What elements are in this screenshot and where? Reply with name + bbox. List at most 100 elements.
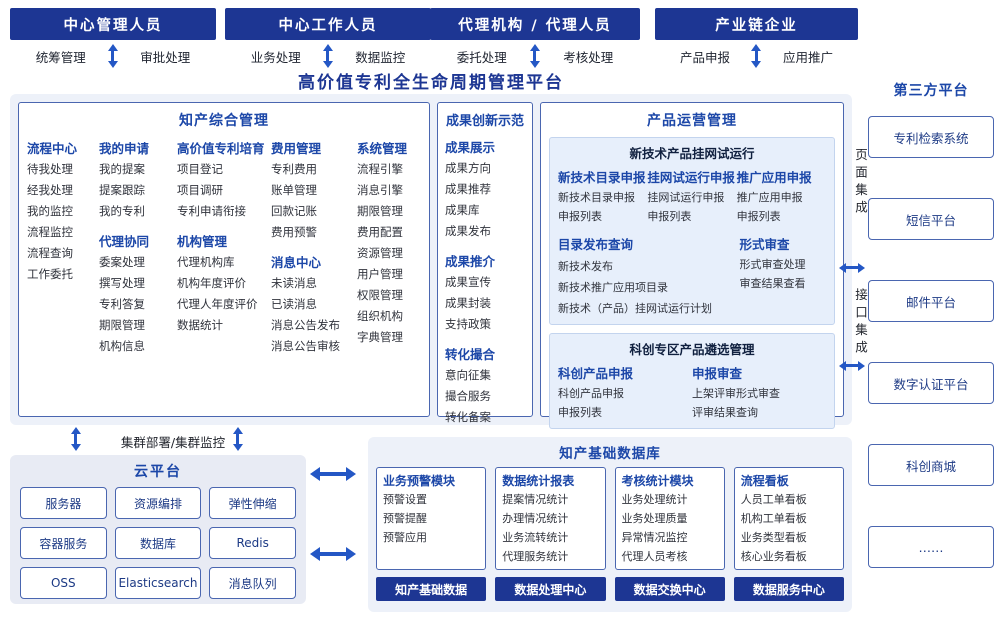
menu-item: 字典管理 bbox=[357, 330, 403, 344]
subbox-title: 科创专区产品遴选管理 bbox=[629, 342, 755, 357]
menu-item: 专利答复 bbox=[99, 297, 145, 311]
menu-item: 异常情况监控 bbox=[621, 531, 688, 544]
menu-item: 成果封装 bbox=[445, 296, 491, 310]
cloud-service-item: 容器服务 bbox=[20, 527, 107, 559]
menu-item: 办理情况统计 bbox=[502, 512, 569, 525]
menu-item: 已读消息 bbox=[271, 297, 317, 311]
group-heading: 目录发布查询 bbox=[558, 237, 634, 252]
menu-item: 成果宣传 bbox=[445, 275, 491, 289]
module-footer: 数据服务中心 bbox=[733, 577, 844, 601]
cloud-service-item: Elasticsearch bbox=[114, 567, 202, 599]
menu-item: 期限管理 bbox=[99, 318, 145, 332]
group-heading: 成果推介 bbox=[445, 254, 496, 269]
menu-item: 申报列表 bbox=[647, 210, 692, 223]
menu-item: 提案跟踪 bbox=[99, 183, 145, 197]
menu-item: 申报列表 bbox=[736, 210, 781, 223]
role-center-staff: 中心工作人员 业务处理 数据监控 bbox=[225, 8, 431, 69]
ops-group: 新技术目录申报 新技术目录申报 申报列表 bbox=[558, 165, 647, 226]
label-api-integration: 接口集成 bbox=[853, 288, 868, 358]
menu-item: 工作委托 bbox=[27, 267, 73, 281]
menu-item: 预警设置 bbox=[383, 493, 427, 506]
menu-item: 费用预警 bbox=[271, 225, 317, 239]
group-heading: 推广应用申报 bbox=[736, 170, 812, 185]
menu-item: 成果发布 bbox=[445, 224, 491, 238]
data-module: 流程看板 人员工单看板 机构工单看板 业务类型看板 核心业务看板 数据服务中心 bbox=[733, 467, 844, 601]
menu-item: 挂网试运行申报 bbox=[647, 191, 725, 204]
menu-item: 科创产品申报 bbox=[558, 387, 624, 400]
cloud-service-item: 弹性伸缩 bbox=[209, 487, 296, 519]
group-heading: 考核统计模块 bbox=[621, 474, 694, 488]
role-agency: 代理机构 / 代理人员 委托处理 考核处理 bbox=[430, 8, 640, 69]
double-arrow-vertical-icon bbox=[533, 51, 537, 61]
menu-item: 业务处理统计 bbox=[621, 493, 688, 506]
section-title: 成果创新示范 bbox=[445, 114, 524, 129]
third-party-item: 科创商城 bbox=[868, 444, 994, 486]
menu-item: 委案处理 bbox=[99, 255, 145, 269]
role-function-label: 数据监控 bbox=[355, 49, 406, 65]
menu-item: 我的专利 bbox=[99, 204, 145, 218]
group-heading: 业务预警模块 bbox=[383, 474, 456, 488]
menu-item: 待我处理 bbox=[27, 162, 73, 176]
cloud-service-item: Redis bbox=[209, 527, 296, 559]
menu-item: 成果库 bbox=[445, 203, 480, 217]
menu-item: 代理人员考核 bbox=[621, 550, 688, 563]
menu-item: 专利申请衔接 bbox=[177, 204, 246, 218]
platform-title: 高价值专利全生命周期管理平台 bbox=[298, 73, 564, 93]
role-title: 中心工作人员 bbox=[225, 8, 431, 40]
menu-item: 账单管理 bbox=[271, 183, 317, 197]
role-function-label: 考核处理 bbox=[563, 49, 614, 65]
panel-third-party: 第三方平台 专利检索系统 短信平台 邮件平台 数字认证平台 科创商城 …… bbox=[868, 80, 994, 568]
menu-item: 回款记账 bbox=[271, 204, 317, 218]
role-functions: 产品申报 应用推广 bbox=[655, 43, 858, 69]
group-heading: 消息中心 bbox=[271, 255, 322, 270]
group-heading: 代理协同 bbox=[99, 234, 150, 249]
double-arrow-vertical-icon bbox=[111, 51, 115, 61]
role-function-label: 委托处理 bbox=[456, 49, 507, 65]
double-arrow-horizontal-icon bbox=[846, 364, 858, 367]
ip-column: 系统管理 流程引擎 消息引擎 期限管理 费用配置 资源管理 用户管理 权限管理 … bbox=[357, 134, 421, 357]
menu-item: 核心业务看板 bbox=[740, 550, 807, 563]
menu-item: 项目登记 bbox=[177, 162, 223, 176]
data-module: 数据统计报表 提案情况统计 办理情况统计 业务流转统计 代理服务统计 数据处理中… bbox=[495, 467, 606, 601]
group-heading: 我的申请 bbox=[99, 141, 150, 156]
menu-item: 消息引擎 bbox=[357, 183, 403, 197]
panel-ip-management: 知产综合管理 流程中心 待我处理 经我处理 我的监控 流程监控 流程查询 工作委… bbox=[18, 102, 430, 417]
cloud-service-item: 消息队列 bbox=[209, 567, 296, 599]
menu-item: 权限管理 bbox=[357, 288, 403, 302]
role-function-label: 应用推广 bbox=[782, 49, 833, 65]
group-heading: 申报审查 bbox=[692, 366, 743, 381]
menu-item: 项目调研 bbox=[177, 183, 223, 197]
group-heading: 流程中心 bbox=[27, 141, 78, 156]
group-heading: 费用管理 bbox=[271, 141, 322, 156]
third-party-item: …… bbox=[868, 526, 994, 568]
role-functions: 统筹管理 审批处理 bbox=[10, 43, 216, 69]
panel-cloud: 云平台 服务器 资源编排 弹性伸缩 容器服务 数据库 Redis OSS Ela… bbox=[10, 455, 306, 604]
role-function-label: 产品申报 bbox=[679, 49, 730, 65]
ip-column: 高价值专利培育 项目登记 项目调研 专利申请衔接 机构管理 代理机构库 机构年度… bbox=[177, 134, 271, 357]
group-heading: 机构管理 bbox=[177, 234, 228, 249]
menu-item: 新技术目录申报 bbox=[558, 191, 635, 204]
section-title: 知产基础数据库 bbox=[559, 446, 661, 462]
section-title: 知产综合管理 bbox=[179, 113, 269, 129]
menu-item: 成果推荐 bbox=[445, 182, 491, 196]
menu-item: 提案情况统计 bbox=[502, 493, 569, 506]
menu-item: 审查结果查看 bbox=[739, 277, 806, 290]
ops-group: 挂网试运行申报 挂网试运行申报 申报列表 bbox=[647, 165, 736, 226]
subbox-online-trial: 新技术产品挂网试运行 新技术目录申报 新技术目录申报 申报列表 挂网试运行申报 … bbox=[549, 137, 835, 325]
menu-item: 流程监控 bbox=[27, 225, 73, 239]
third-party-item: 数字认证平台 bbox=[868, 362, 994, 404]
label-page-integration: 页面集成 bbox=[853, 148, 868, 218]
menu-item: 组织机构 bbox=[357, 309, 403, 323]
menu-item: 我的监控 bbox=[27, 204, 73, 218]
menu-item: 消息公告发布 bbox=[271, 318, 340, 332]
ops-group: 推广应用申报 推广应用申报 申报列表 bbox=[737, 165, 826, 226]
module-footer: 数据处理中心 bbox=[495, 577, 606, 601]
menu-item: 新技术发布 bbox=[558, 260, 613, 273]
menu-item: 流程查询 bbox=[27, 246, 73, 260]
role-functions: 业务处理 数据监控 bbox=[225, 43, 431, 69]
ops-group: 申报审查 上架评审形式审查 评审结果查询 bbox=[692, 361, 826, 422]
menu-item: 评审结果查询 bbox=[692, 406, 758, 419]
menu-item: 消息公告审核 bbox=[271, 339, 340, 353]
menu-item: 形式审查处理 bbox=[739, 258, 806, 271]
third-party-item: 邮件平台 bbox=[868, 280, 994, 322]
